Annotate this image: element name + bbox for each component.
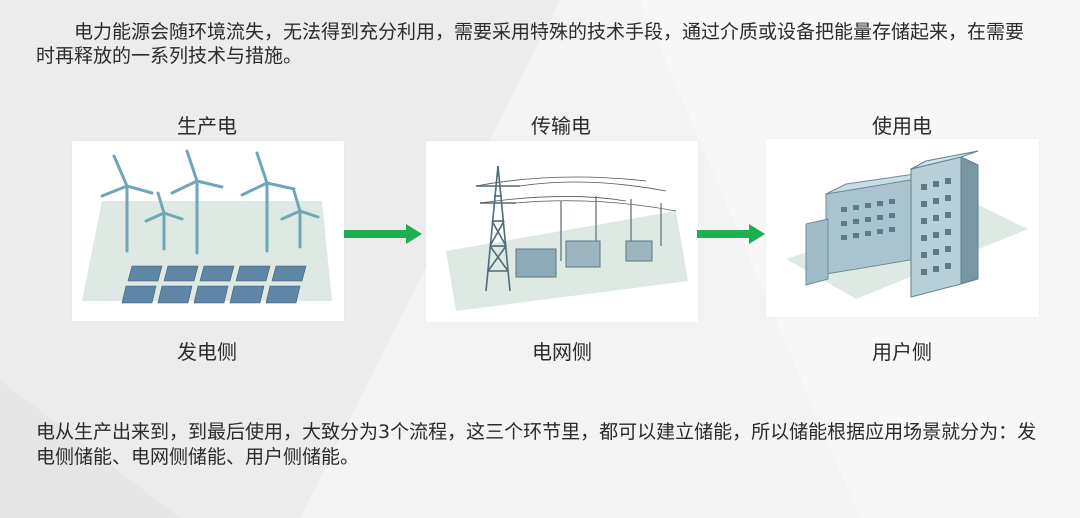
usage-illustration bbox=[766, 139, 1039, 317]
stage-title-transmission: 传输电 bbox=[531, 114, 591, 138]
stage-title-usage: 使用电 bbox=[872, 114, 932, 138]
stage-title-generation: 生产电 bbox=[177, 114, 237, 138]
arrow-right-icon bbox=[697, 224, 765, 244]
generation-illustration bbox=[72, 141, 344, 321]
transmission-illustration bbox=[426, 141, 698, 322]
intro-paragraph: 电力能源会随环境流失，无法得到充分利用，需要采用特殊的技术手段，通过介质或设备把… bbox=[36, 21, 1025, 67]
stage-caption-generation: 发电侧 bbox=[177, 340, 237, 364]
summary-paragraph: 电从生产出来到，到最后使用，大致分为3个流程，这三个环节里，都可以建立储能，所以… bbox=[36, 421, 1037, 468]
arrow-right-icon bbox=[344, 224, 422, 244]
stage-caption-user: 用户侧 bbox=[872, 340, 932, 364]
stage-caption-grid: 电网侧 bbox=[532, 340, 592, 364]
